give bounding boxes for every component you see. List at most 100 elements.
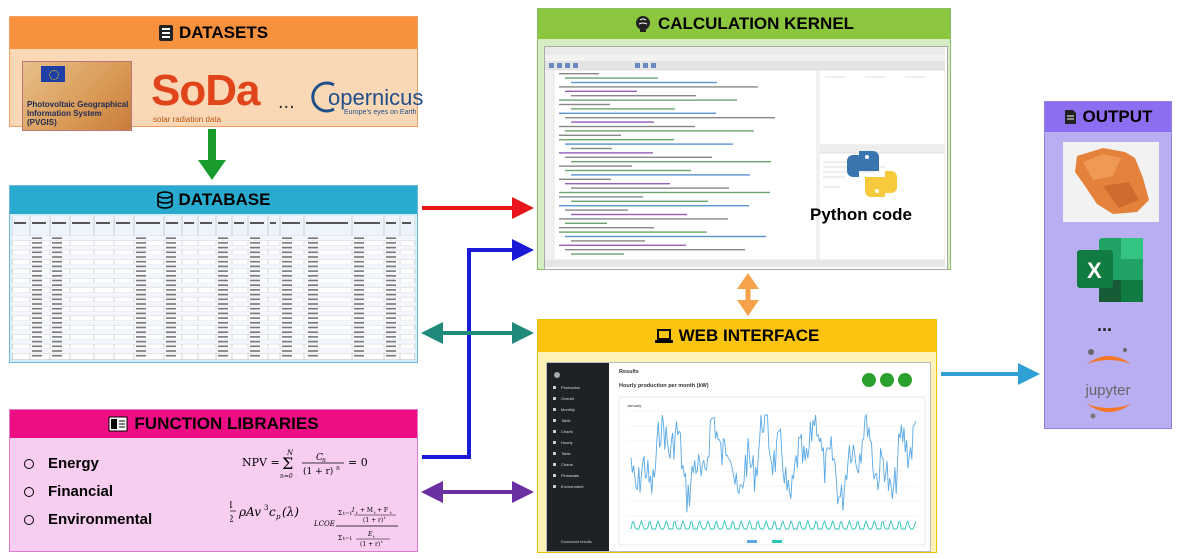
svg-text:I: I	[351, 507, 355, 514]
svg-text:t=1: t=1	[343, 536, 352, 542]
jupyter-label: jupyter	[1085, 382, 1131, 399]
svg-text:= 0: = 0	[348, 456, 368, 469]
svg-text:t: t	[356, 510, 358, 515]
download-results: Download results	[561, 539, 592, 544]
library-item-energy: Energy	[24, 455, 99, 472]
database-icon	[156, 191, 173, 209]
pvgis-caption: Photovoltaic Geographical Information Sy…	[27, 100, 129, 127]
brain-icon	[635, 16, 650, 32]
library-icon	[108, 416, 128, 432]
svg-text:ρAv: ρAv	[238, 505, 261, 519]
svg-text:n: n	[336, 465, 340, 472]
copernicus-subtitle: Europe's eyes on Earth	[344, 109, 417, 116]
production-line	[630, 413, 917, 513]
soda-subtitle: solar radiation data	[153, 115, 222, 124]
datasets-header: DATASETS	[10, 17, 417, 49]
datasets-to-database-arrow	[198, 129, 226, 180]
svg-text:Production: Production	[561, 385, 580, 390]
python-code-label: Python code	[810, 205, 913, 224]
svg-text:t: t	[373, 534, 375, 539]
svg-text:Table: Table	[561, 451, 571, 456]
datasets-ellipsis: ...	[278, 91, 295, 113]
function-libraries-panel: FUNCTION LIBRARIES Energy Financial Envi…	[9, 409, 418, 552]
svg-text:(λ): (λ)	[282, 505, 299, 519]
month-label: January	[627, 403, 641, 408]
svg-text:c: c	[269, 505, 276, 519]
svg-text:LCOE: LCOE	[313, 520, 335, 528]
jupyter-logo-icon	[1087, 348, 1131, 419]
svg-text:+ M: + M	[360, 507, 373, 514]
library-item-environmental: Environmental	[24, 511, 152, 528]
database-to-kernel-arrow	[422, 197, 534, 219]
function-libraries-title: FUNCTION LIBRARIES	[134, 414, 319, 433]
ide-screenshot	[544, 46, 948, 270]
svg-text:p: p	[276, 513, 281, 521]
python-logo-icon	[847, 151, 897, 197]
map-output-icon	[1063, 142, 1159, 222]
svg-text:t: t	[390, 510, 392, 515]
svg-text:Table: Table	[561, 418, 571, 423]
document-icon	[1064, 110, 1076, 124]
output-title: OUTPUT	[1082, 107, 1153, 126]
svg-text:t=1: t=1	[343, 511, 352, 517]
web-header: WEB INTERFACE	[538, 320, 936, 352]
copernicus-c-icon	[311, 81, 335, 113]
svg-text:n=0: n=0	[280, 473, 293, 480]
database-panel: DATABASE	[9, 185, 418, 363]
kernel-web-arrow	[737, 273, 759, 316]
output-ellipsis: ...	[1097, 315, 1113, 335]
svg-text:Environment: Environment	[561, 484, 584, 489]
output-header: OUTPUT	[1045, 102, 1171, 132]
database-table	[12, 216, 415, 360]
web-to-output-arrow	[941, 363, 1040, 385]
svg-text:Overall: Overall	[561, 396, 574, 401]
functions-to-kernel-arrow	[422, 239, 534, 459]
svg-text:t: t	[381, 539, 383, 544]
results-title: Results	[619, 369, 639, 375]
svg-text:3: 3	[264, 504, 268, 512]
svg-text:Hourly: Hourly	[561, 440, 573, 445]
svg-text:(1 + r): (1 + r)	[360, 541, 380, 548]
svg-text:C: C	[316, 453, 323, 463]
svg-text:t: t	[384, 515, 386, 520]
output-panel: OUTPUT X ... jupyter	[1044, 101, 1172, 429]
secondary-line	[630, 519, 917, 530]
kernel-header: CALCULATION KERNEL	[538, 9, 950, 39]
svg-text:(1 + r): (1 + r)	[363, 517, 383, 524]
svg-text:t: t	[374, 510, 376, 515]
web-title: WEB INTERFACE	[678, 326, 820, 345]
datasets-panel: DATASETS Photovoltaic Geographical Infor…	[9, 16, 423, 131]
database-header: DATABASE	[10, 186, 417, 214]
svg-text:Charts: Charts	[561, 462, 573, 467]
database-title: DATABASE	[178, 190, 271, 209]
svg-text:2: 2	[230, 515, 234, 525]
pvgis-logo: Photovoltaic Geographical Information Sy…	[22, 61, 132, 131]
svg-text:Financials: Financials	[561, 473, 579, 478]
svg-text:Σ: Σ	[338, 510, 342, 517]
datasets-icon	[158, 25, 173, 41]
library-item-financial: Financial	[24, 483, 113, 500]
chart-title: Hourly production per month (kW)	[619, 383, 709, 389]
svg-text:E: E	[367, 531, 373, 538]
soda-logo: SoDa	[151, 66, 260, 115]
function-libraries-header: FUNCTION LIBRARIES	[10, 410, 417, 438]
formulas: NPV = N Σ n=0 Cn (1 + r)n = 0 Pr = 1 2 ρ…	[230, 449, 398, 548]
svg-text:NPV =: NPV =	[242, 456, 280, 469]
excel-letter: X	[1087, 258, 1102, 283]
svg-text:Monthly: Monthly	[561, 407, 575, 412]
functions-web-arrow	[421, 481, 534, 503]
svg-text:1: 1	[230, 501, 234, 511]
code-lines	[559, 73, 775, 255]
svg-text:Σ: Σ	[282, 454, 293, 473]
datasets-title: DATASETS	[178, 23, 269, 42]
database-web-arrow	[421, 322, 534, 344]
excel-icon: X	[1077, 238, 1143, 302]
svg-text:N: N	[286, 449, 294, 457]
svg-text:n: n	[322, 457, 326, 464]
kernel-title: CALCULATION KERNEL	[657, 14, 855, 33]
